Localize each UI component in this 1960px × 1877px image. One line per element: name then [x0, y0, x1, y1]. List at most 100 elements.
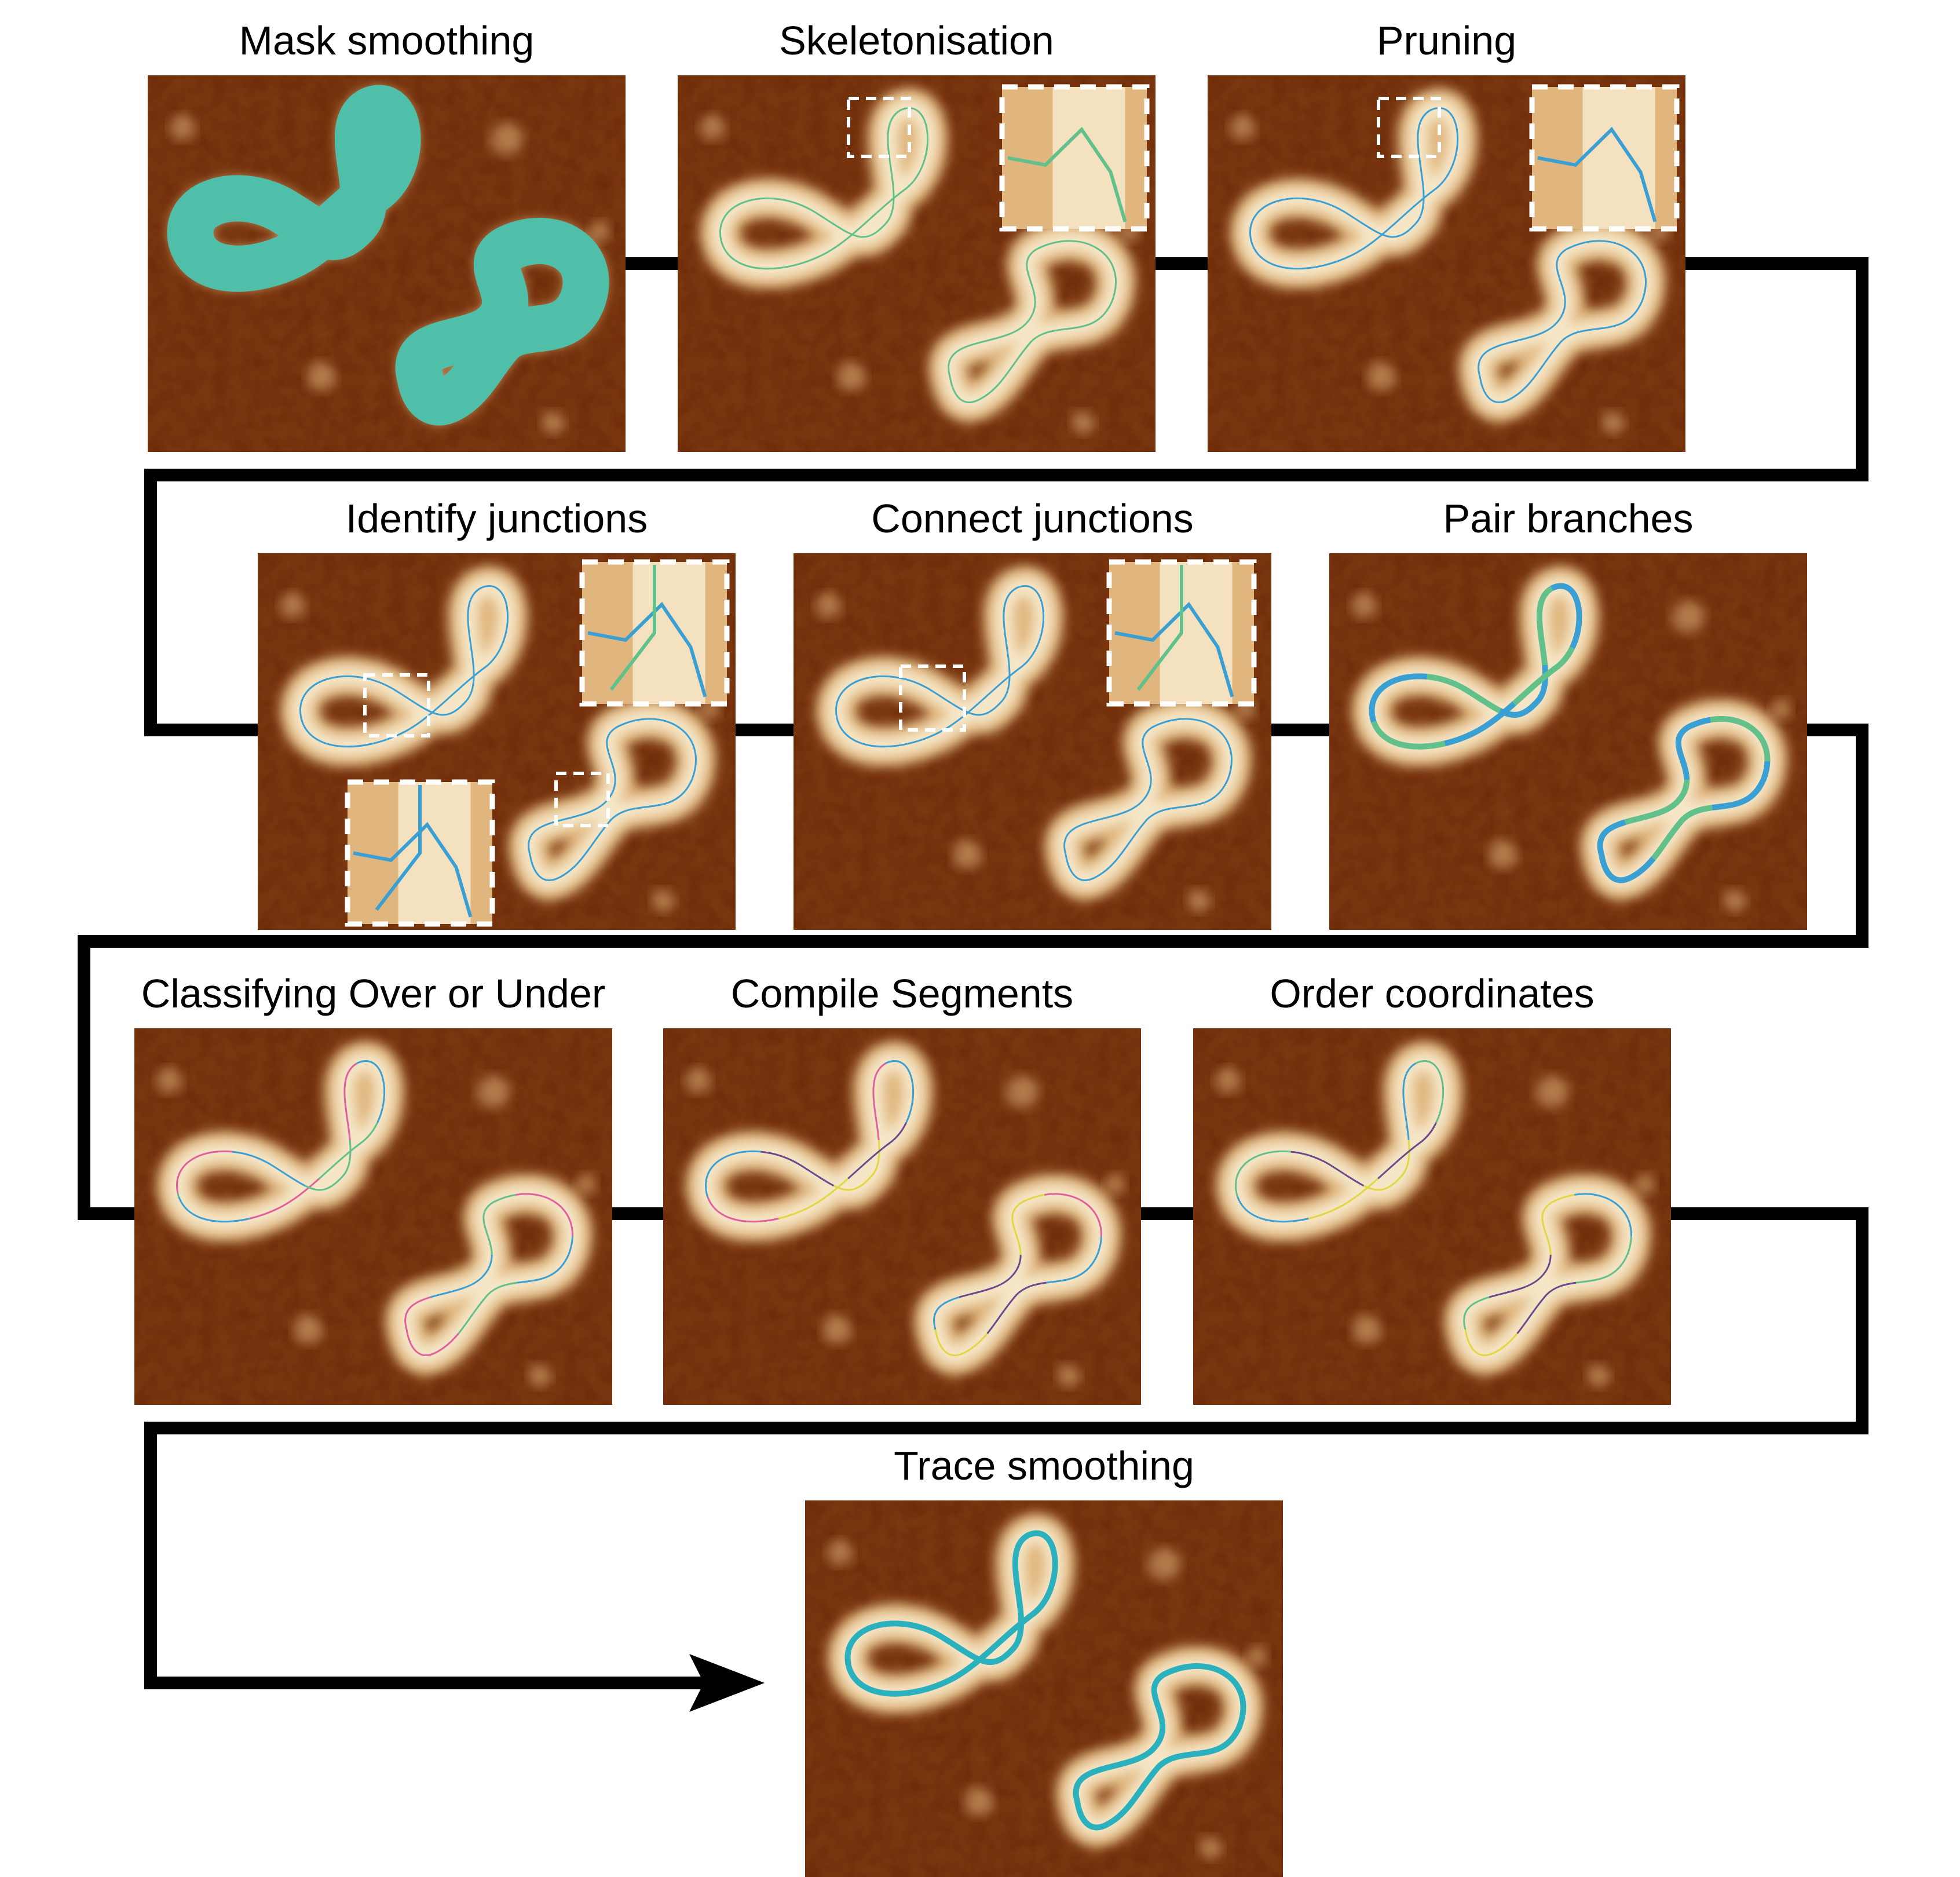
- inset-trace: [1537, 126, 1657, 222]
- afm-particle: [170, 115, 195, 140]
- afm-particle: [816, 593, 841, 618]
- afm-image: [148, 75, 626, 452]
- inset-frame: [1106, 559, 1257, 707]
- afm-particle: [1536, 1076, 1568, 1108]
- step-title-compile-segments: Compile Segments: [730, 971, 1074, 1016]
- afm-particle: [280, 593, 305, 618]
- junction-box: [899, 664, 966, 732]
- inset-frame: [1529, 84, 1680, 232]
- zoom-inset: [579, 559, 730, 707]
- afm-panel-mask-smoothing: [148, 75, 626, 452]
- zoom-inset: [1106, 559, 1257, 707]
- afm-panel-pair-branches: [1329, 553, 1807, 930]
- step-title-connect-junctions: Connect junctions: [871, 496, 1194, 541]
- afm-particle: [964, 1787, 993, 1816]
- inset-trace-branch: [1136, 565, 1183, 691]
- junction-box: [554, 772, 610, 827]
- inset-trace-branch: [609, 565, 656, 691]
- afm-image: [1208, 75, 1685, 452]
- afm-image: [134, 1028, 612, 1405]
- inset-trace: [353, 821, 473, 918]
- afm-particle: [1148, 1548, 1180, 1580]
- afm-panel-classifying-over-under: [134, 1028, 612, 1405]
- arrow-head-icon: [689, 1654, 765, 1712]
- afm-particle: [1771, 699, 1791, 720]
- inset-highlight: [1582, 87, 1655, 229]
- afm-particle: [652, 889, 675, 912]
- inset-highlight: [632, 562, 705, 704]
- afm-particle: [491, 123, 523, 155]
- zoom-inset: [345, 779, 495, 927]
- afm-image: [793, 553, 1271, 930]
- afm-image: [1193, 1028, 1671, 1405]
- afm-panel-connect-junctions: [793, 553, 1271, 930]
- afm-particle: [1601, 411, 1625, 434]
- inset-trace: [587, 601, 707, 698]
- inset-trace: [1114, 601, 1234, 698]
- inset-trace-branch: [375, 785, 422, 911]
- step-title-trace-smoothing: Trace smoothing: [894, 1443, 1194, 1488]
- inset-highlight: [1160, 562, 1233, 704]
- inset-trace: [1007, 126, 1127, 222]
- afm-particle: [1489, 840, 1517, 869]
- zoom-inset: [1529, 84, 1680, 232]
- step-title-identify-junctions: Identify junctions: [345, 496, 648, 541]
- zoom-region-box: [1377, 97, 1441, 158]
- afm-particle: [953, 840, 982, 869]
- afm-panel-compile-segments: [663, 1028, 1141, 1405]
- afm-particle: [589, 221, 610, 242]
- afm-image: [663, 1028, 1141, 1405]
- afm-particle: [542, 411, 565, 434]
- afm-particle: [1672, 601, 1705, 633]
- connector-line: [78, 257, 1868, 1689]
- afm-particle: [1587, 1364, 1610, 1387]
- afm-panel-pruning: [1208, 75, 1685, 452]
- afm-panel-identify-junctions: [258, 553, 736, 930]
- afm-particle: [1634, 1174, 1655, 1195]
- afm-particle: [700, 115, 725, 140]
- afm-particle: [1072, 411, 1095, 434]
- afm-particle: [827, 1540, 853, 1565]
- afm-particle: [1351, 593, 1377, 618]
- afm-particle: [477, 1076, 510, 1108]
- afm-particle: [576, 1174, 597, 1195]
- afm-particle: [1230, 115, 1255, 140]
- afm-particle: [528, 1364, 551, 1387]
- afm-particle: [1352, 1315, 1381, 1344]
- inset-highlight: [1052, 87, 1125, 229]
- zoom-inset: [999, 84, 1150, 232]
- step-title-skeletonisation: Skeletonisation: [779, 18, 1054, 63]
- afm-image: [805, 1500, 1283, 1877]
- afm-particle: [1006, 1076, 1038, 1108]
- afm-particle: [685, 1068, 711, 1093]
- afm-particle: [1057, 1364, 1080, 1387]
- afm-particle: [156, 1068, 182, 1093]
- afm-particle: [1105, 1174, 1125, 1195]
- zoom-region-box: [847, 97, 911, 158]
- inset-frame: [579, 559, 730, 707]
- junction-box: [363, 673, 430, 737]
- afm-panel-order-coordinates: [1193, 1028, 1671, 1405]
- afm-particle: [307, 362, 336, 391]
- afm-particle: [1367, 362, 1396, 391]
- afm-particle: [1246, 1646, 1267, 1667]
- step-title-classifying-over-under: Classifying Over or Under: [141, 971, 606, 1016]
- afm-image: [1329, 553, 1807, 930]
- inset-frame: [345, 779, 495, 927]
- afm-particle: [1199, 1836, 1222, 1860]
- step-title-pair-branches: Pair branches: [1443, 496, 1694, 541]
- afm-particle: [294, 1315, 323, 1344]
- afm-image: [678, 75, 1155, 452]
- inset-highlight: [398, 782, 471, 924]
- afm-particle: [1187, 889, 1211, 912]
- afm-particle: [837, 362, 866, 391]
- step-title-mask-smoothing: Mask smoothing: [239, 18, 535, 63]
- afm-particle: [822, 1315, 851, 1344]
- afm-panel-skeletonisation: [678, 75, 1155, 452]
- inset-frame: [999, 84, 1150, 232]
- step-title-order-coordinates: Order coordinates: [1270, 971, 1595, 1016]
- afm-particle: [1723, 889, 1746, 912]
- afm-panel-trace-smoothing: [805, 1500, 1283, 1877]
- step-title-pruning: Pruning: [1376, 18, 1517, 63]
